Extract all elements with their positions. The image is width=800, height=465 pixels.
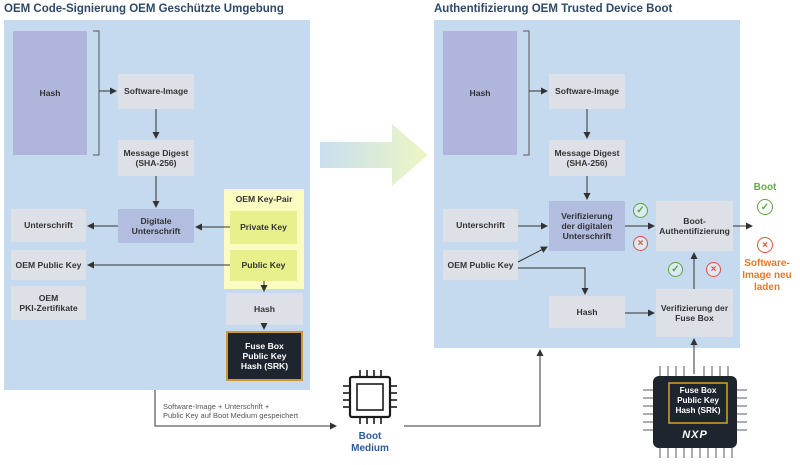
private-key: Private Key bbox=[230, 211, 297, 244]
left-software-image: Software-Image bbox=[118, 74, 194, 109]
arrow-publickey-to-verify bbox=[517, 246, 548, 263]
public-key: Public Key bbox=[230, 250, 297, 281]
check-icon: ✓ bbox=[668, 262, 683, 277]
verifizierung-digitale-unterschrift: Verifizierung der digitalen Unterschrift bbox=[549, 201, 625, 251]
reload-outcome-label: Software- Image neu laden bbox=[742, 258, 792, 293]
left-message-digest: Message Digest (SHA-256) bbox=[118, 140, 194, 176]
left-fuse-box: Fuse Box Public Key Hash (SRK) bbox=[226, 331, 303, 381]
left-panel-title: OEM Code-Signierung OEM Geschützte Umgeb… bbox=[4, 3, 284, 15]
arrow-to-boot-medium bbox=[154, 390, 337, 430]
right-hash-block: Hash bbox=[443, 31, 517, 155]
right-panel-title: Authentifizierung OEM Trusted Device Boo… bbox=[434, 3, 673, 15]
nxp-chip-srk-frame bbox=[668, 382, 728, 424]
boot-medium-chip-icon bbox=[343, 370, 397, 424]
cross-icon: × bbox=[706, 262, 721, 277]
verifizierung-fuse-box: Verifizierung der Fuse Box bbox=[656, 289, 733, 337]
right-oem-public-key: OEM Public Key bbox=[443, 250, 518, 280]
arrow-publickey-to-hash bbox=[518, 267, 589, 295]
process-arrow bbox=[320, 124, 428, 186]
check-icon: ✓ bbox=[633, 203, 648, 218]
arrow-boot-medium-to-right bbox=[404, 349, 544, 427]
left-oem-pki: OEM PKI-Zertifikate bbox=[11, 286, 86, 320]
boot-check-icon: ✓ bbox=[757, 199, 773, 215]
cross-icon: × bbox=[633, 236, 648, 251]
right-software-image: Software-Image bbox=[549, 74, 625, 109]
right-hash-2: Hash bbox=[549, 296, 625, 328]
right-bracket bbox=[523, 30, 530, 156]
nxp-chip-label: Fuse Box Public Key Hash (SRK) bbox=[675, 386, 721, 415]
nxp-chip-pins bbox=[643, 366, 747, 458]
nxp-logo: NXP bbox=[682, 429, 708, 441]
oem-key-pair-title: OEM Key-Pair bbox=[235, 194, 293, 204]
left-hash-block: Hash bbox=[13, 31, 87, 155]
right-unterschrift: Unterschrift bbox=[443, 209, 518, 242]
nxp-chip-body bbox=[653, 376, 737, 448]
left-digitale-unterschrift: Digitale Unterschrift bbox=[118, 209, 194, 243]
reload-cross-icon: × bbox=[757, 237, 773, 253]
boot-medium-label: Boot Medium bbox=[351, 431, 389, 454]
left-unterschrift: Unterschrift bbox=[11, 209, 86, 242]
right-message-digest: Message Digest (SHA-256) bbox=[549, 140, 625, 176]
boot-authentifizierung: Boot- Authentifizierung bbox=[656, 201, 733, 251]
left-oem-public-key: OEM Public Key bbox=[11, 250, 86, 280]
boot-outcome-label: Boot bbox=[753, 182, 777, 193]
left-bracket bbox=[93, 30, 100, 156]
left-hash-2: Hash bbox=[226, 293, 303, 325]
storage-note: Software-Image + Unterschrift + Public K… bbox=[163, 402, 299, 421]
